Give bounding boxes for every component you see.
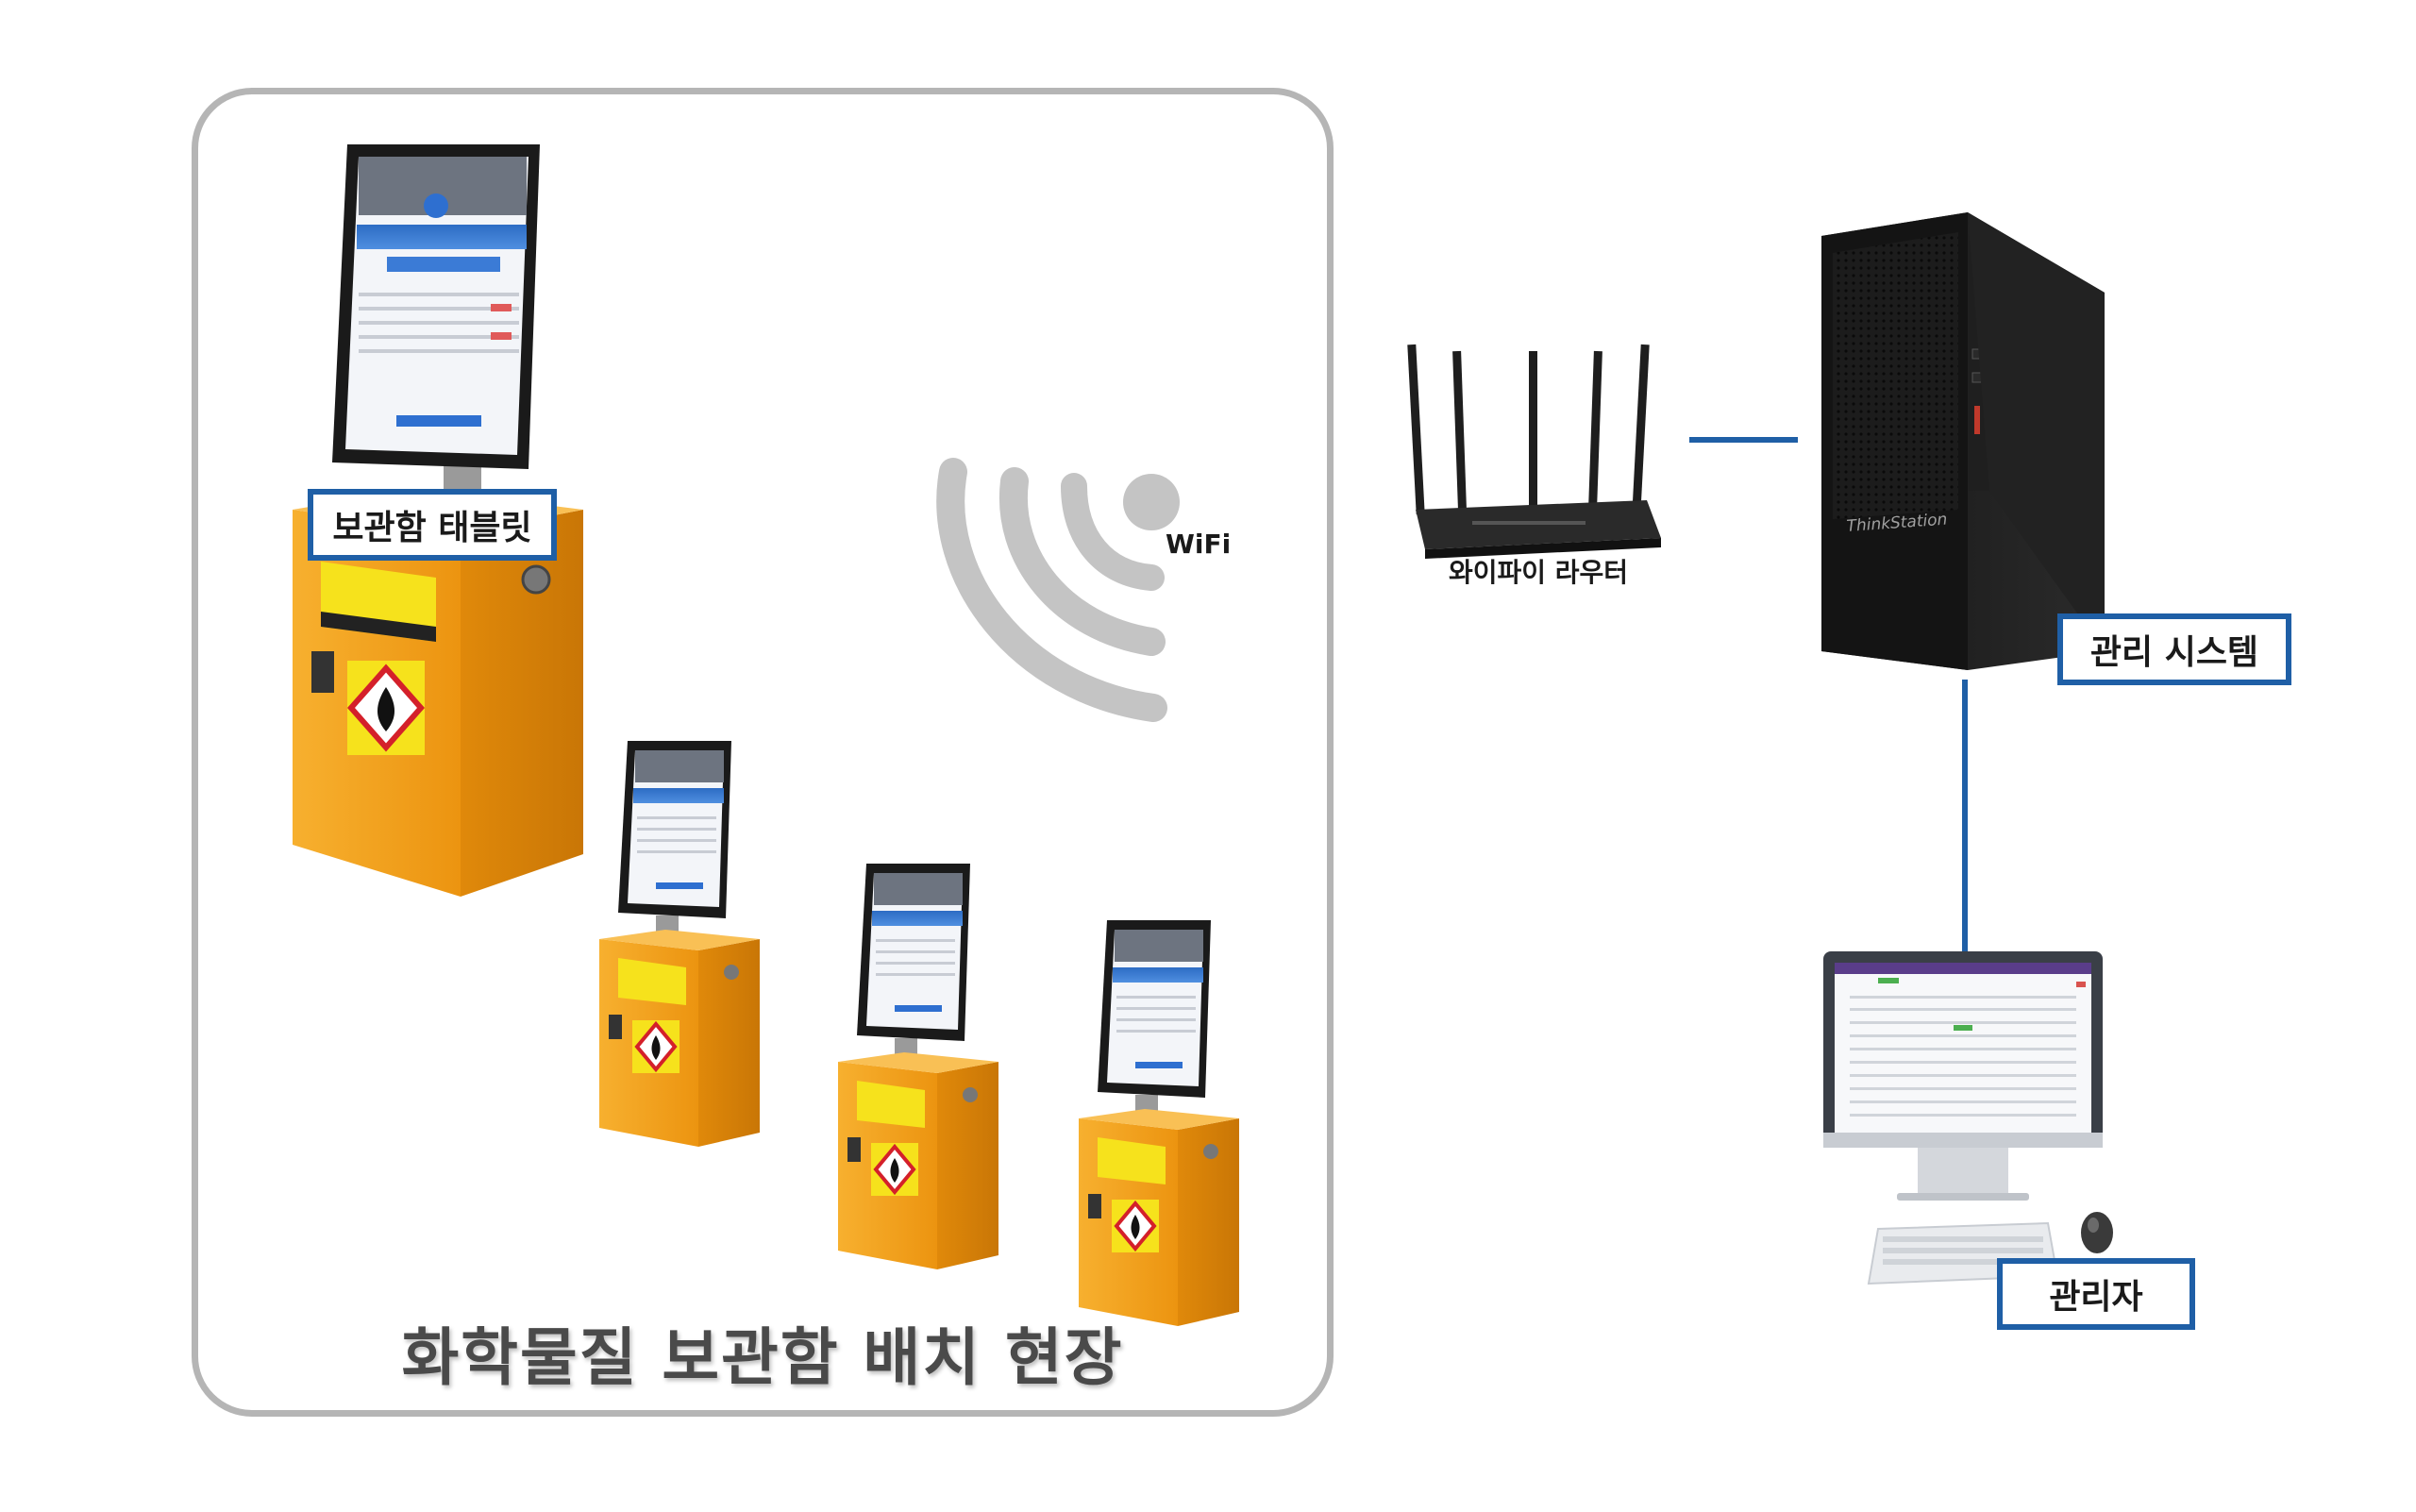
tablet-label-box: 보관함 태블릿 [308,489,557,561]
server-label-box: 관리 시스템 [2057,613,2291,685]
cabinet-tablet [332,144,540,469]
server-tower-icon: ThinkStation [1821,212,2105,670]
small-cabinet-unit-2 [838,864,998,1269]
admin-label: 관리자 [2049,1278,2143,1317]
server-label: 관리 시스템 [2089,633,2259,672]
admin-computer-icon [1823,951,2113,1285]
wifi-icon [936,458,1180,722]
small-cabinet-unit-3 [1079,920,1239,1326]
router-label: 와이파이 라우터 [1449,557,1629,588]
tablet-label: 보관함 태블릿 [332,509,532,547]
small-cabinet-unit-1 [599,741,760,1147]
admin-label-box: 관리자 [1997,1258,2195,1330]
site-title: 화학물질 보관함 배치 현장 [401,1321,1124,1394]
router-icon [1407,344,1661,559]
deployment-site-frame [192,88,1334,1417]
wifi-label: WiFi [1166,529,1232,560]
